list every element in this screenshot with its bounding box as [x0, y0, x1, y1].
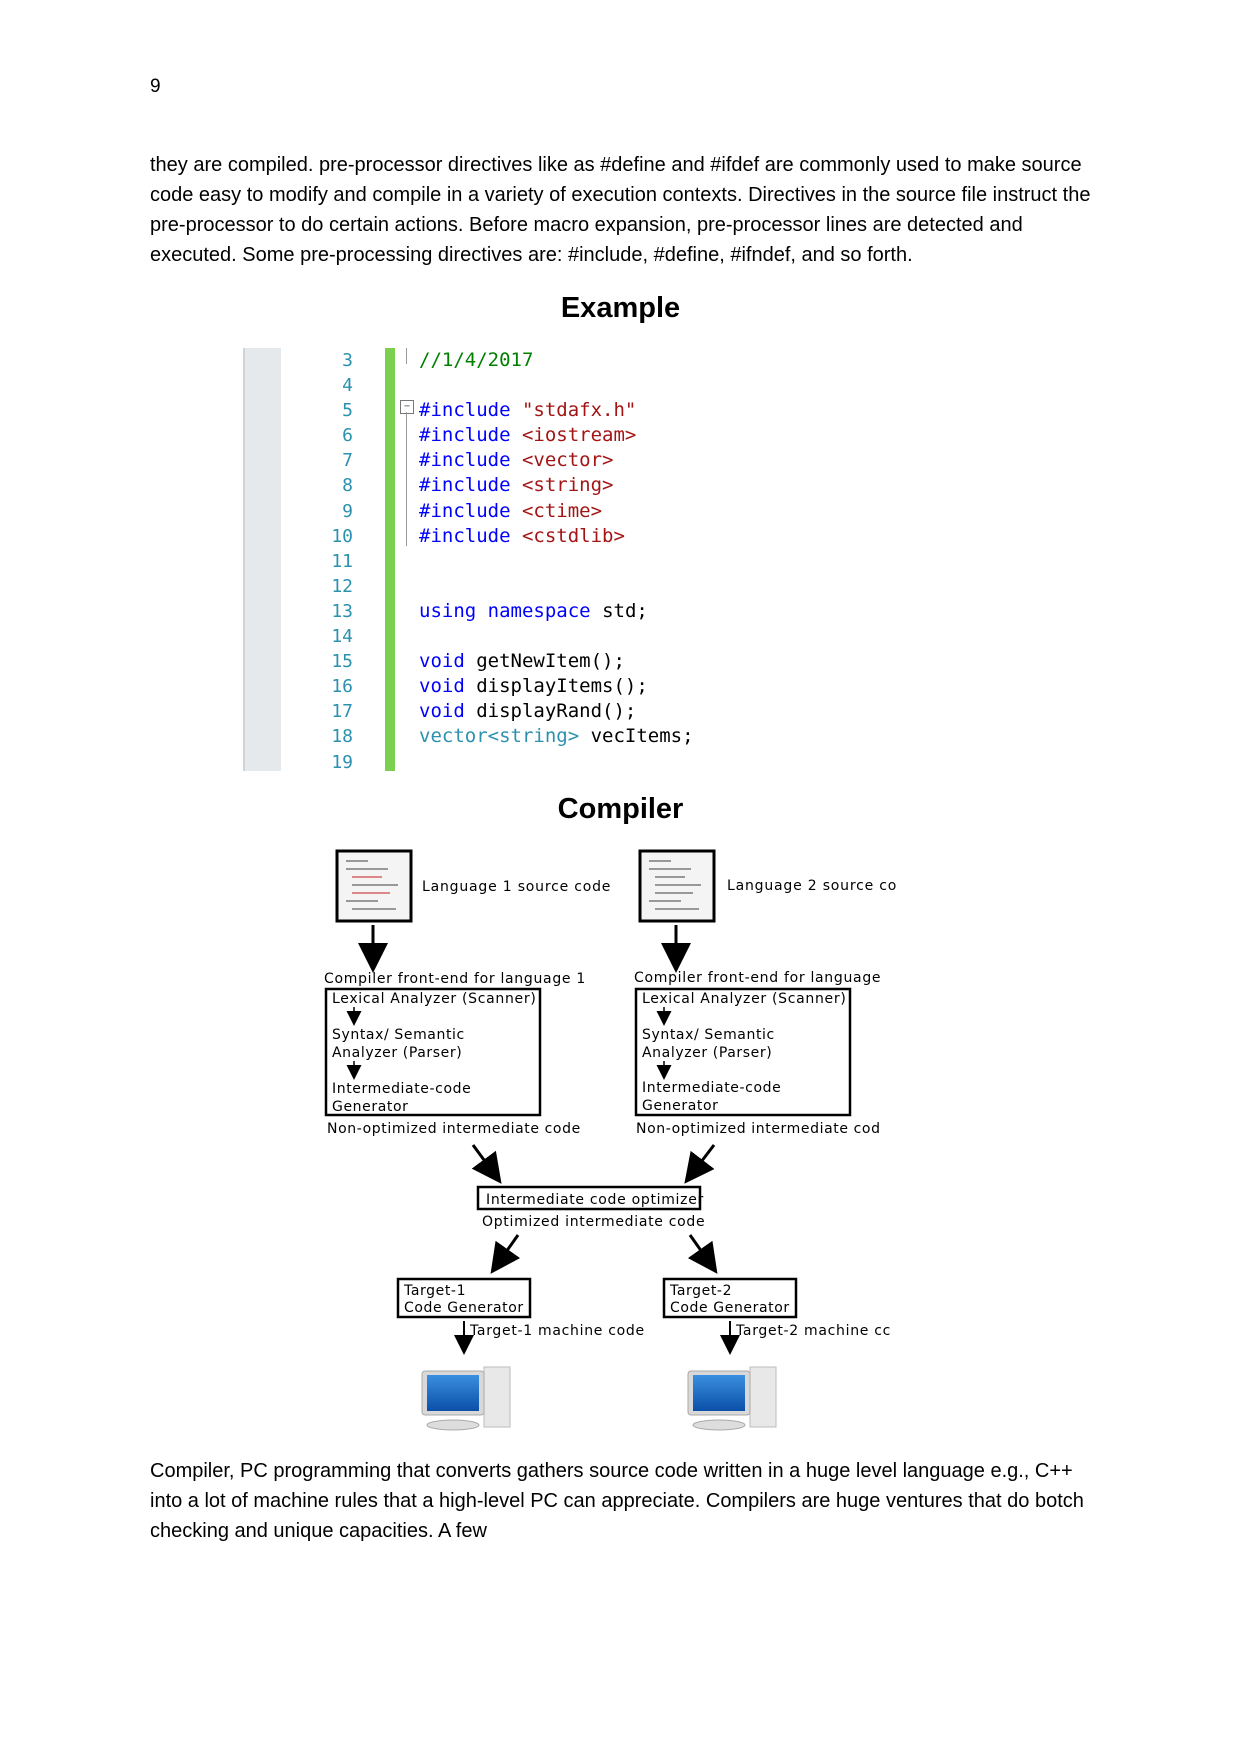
frontend1-title: Compiler front-end for language 1 [324, 971, 586, 987]
line-numbers: 3 4 5 6 7 8 9 10 11 12 13 14 15 16 17 18 19 [303, 348, 353, 775]
code-line: vector<string> vecItems; [419, 725, 694, 748]
code-screenshot: 3 4 5 6 7 8 9 10 11 12 13 14 15 16 17 18 19 − //1/4/2017… [243, 348, 758, 773]
code-lines: //1/4/2017 #include "stdafx.h"#include <i… [419, 348, 759, 775]
body-paragraph-2: Compiler, PC programming that converts g… [150, 1460, 1084, 1542]
target2-machine-code: Target-2 machine cc [735, 1323, 891, 1339]
syntax-analyzer-1-line1: Syntax/ Semantic [332, 1027, 465, 1043]
line-number: 6 [342, 425, 353, 447]
code-line [419, 549, 759, 574]
code-line: #include <cstdlib> [419, 524, 625, 547]
target2-line1: Target-2 [669, 1283, 732, 1299]
line-number: 15 [331, 651, 353, 673]
fold-guide [406, 348, 407, 364]
line-number: 19 [331, 751, 353, 773]
line-number: 10 [331, 525, 353, 547]
line-number: 14 [331, 626, 353, 648]
target1-box [396, 1277, 532, 1319]
syntax-analyzer-2-line2: Analyzer (Parser) [642, 1045, 772, 1061]
lexical-analyzer-2: Lexical Analyzer (Scanner) [642, 991, 847, 1007]
fold-guide [406, 412, 407, 546]
optimized-code-label: Optimized intermediate code [482, 1214, 705, 1230]
line-number: 16 [331, 676, 353, 698]
code-line: #include <vector> [419, 449, 614, 472]
line-number: 13 [331, 600, 353, 622]
code-line: //1/4/2017 [419, 349, 534, 371]
code-line: #include <iostream> [419, 424, 637, 447]
target2-box [662, 1277, 798, 1319]
target2-line2: Code Generator [670, 1300, 790, 1316]
ic-generator-2-line2: Generator [642, 1098, 719, 1114]
line-number: 9 [342, 500, 353, 522]
editor-margin [243, 348, 281, 771]
line-number: 7 [342, 450, 353, 472]
computer-icon [687, 1366, 777, 1431]
line-number: 12 [331, 575, 353, 597]
lexical-analyzer-1: Lexical Analyzer (Scanner) [332, 991, 537, 1007]
ic-generator-2-line1: Intermediate-code [642, 1080, 781, 1096]
code-line: void displayRand(); [419, 700, 637, 723]
nonopt-code-2: Non-optimized intermediate cod [636, 1121, 881, 1137]
target1-line1: Target-1 [403, 1283, 466, 1299]
syntax-analyzer-1-line2: Analyzer (Parser) [332, 1045, 462, 1061]
target1-machine-code: Target-1 machine code [469, 1323, 645, 1339]
optimizer-label: Intermediate code optimizer [486, 1192, 704, 1208]
compiler-diagram: Language 1 source code Language 2 source… [318, 845, 918, 1435]
code-line: void getNewItem(); [419, 650, 625, 673]
collapse-icon: − [400, 400, 414, 414]
line-number: 8 [342, 475, 353, 497]
code-line [419, 624, 759, 649]
line-number: 17 [331, 701, 353, 723]
optimizer-box [476, 1185, 702, 1211]
frontend2-box [634, 987, 852, 1117]
code-line: void displayItems(); [419, 675, 648, 698]
code-line: using namespace std; [419, 599, 648, 622]
lang1-source-label: Language 1 source code [422, 879, 611, 895]
code-line: #include <ctime> [419, 499, 603, 522]
heading-compiler: Compiler [557, 793, 684, 825]
nonopt-code-1: Non-optimized intermediate code [327, 1121, 581, 1137]
change-bar [385, 348, 395, 771]
source-code-icon [638, 849, 716, 923]
frontend1-box [324, 987, 542, 1117]
body-paragraph-1: they are compiled. pre-processor directi… [150, 154, 1091, 266]
ic-generator-1-line2: Generator [332, 1099, 409, 1115]
syntax-analyzer-2-line1: Syntax/ Semantic [642, 1027, 775, 1043]
line-number: 3 [342, 350, 353, 371]
code-line [419, 574, 759, 599]
frontend2-title: Compiler front-end for language [634, 970, 881, 986]
page-number: 9 [150, 76, 161, 97]
heading-example: Example [560, 292, 681, 324]
lang2-source-label: Language 2 source co [727, 878, 897, 894]
code-line: #include "stdafx.h" [419, 399, 637, 422]
target1-line2: Code Generator [404, 1300, 524, 1316]
code-line [419, 750, 759, 775]
code-line [419, 373, 759, 398]
source-code-icon [335, 849, 413, 923]
line-number: 4 [342, 375, 353, 397]
line-number: 18 [331, 726, 353, 748]
line-number: 11 [331, 550, 353, 572]
line-number: 5 [342, 400, 353, 422]
computer-icon [421, 1366, 511, 1431]
ic-generator-1-line1: Intermediate-code [332, 1081, 471, 1097]
code-line: #include <string> [419, 474, 614, 497]
